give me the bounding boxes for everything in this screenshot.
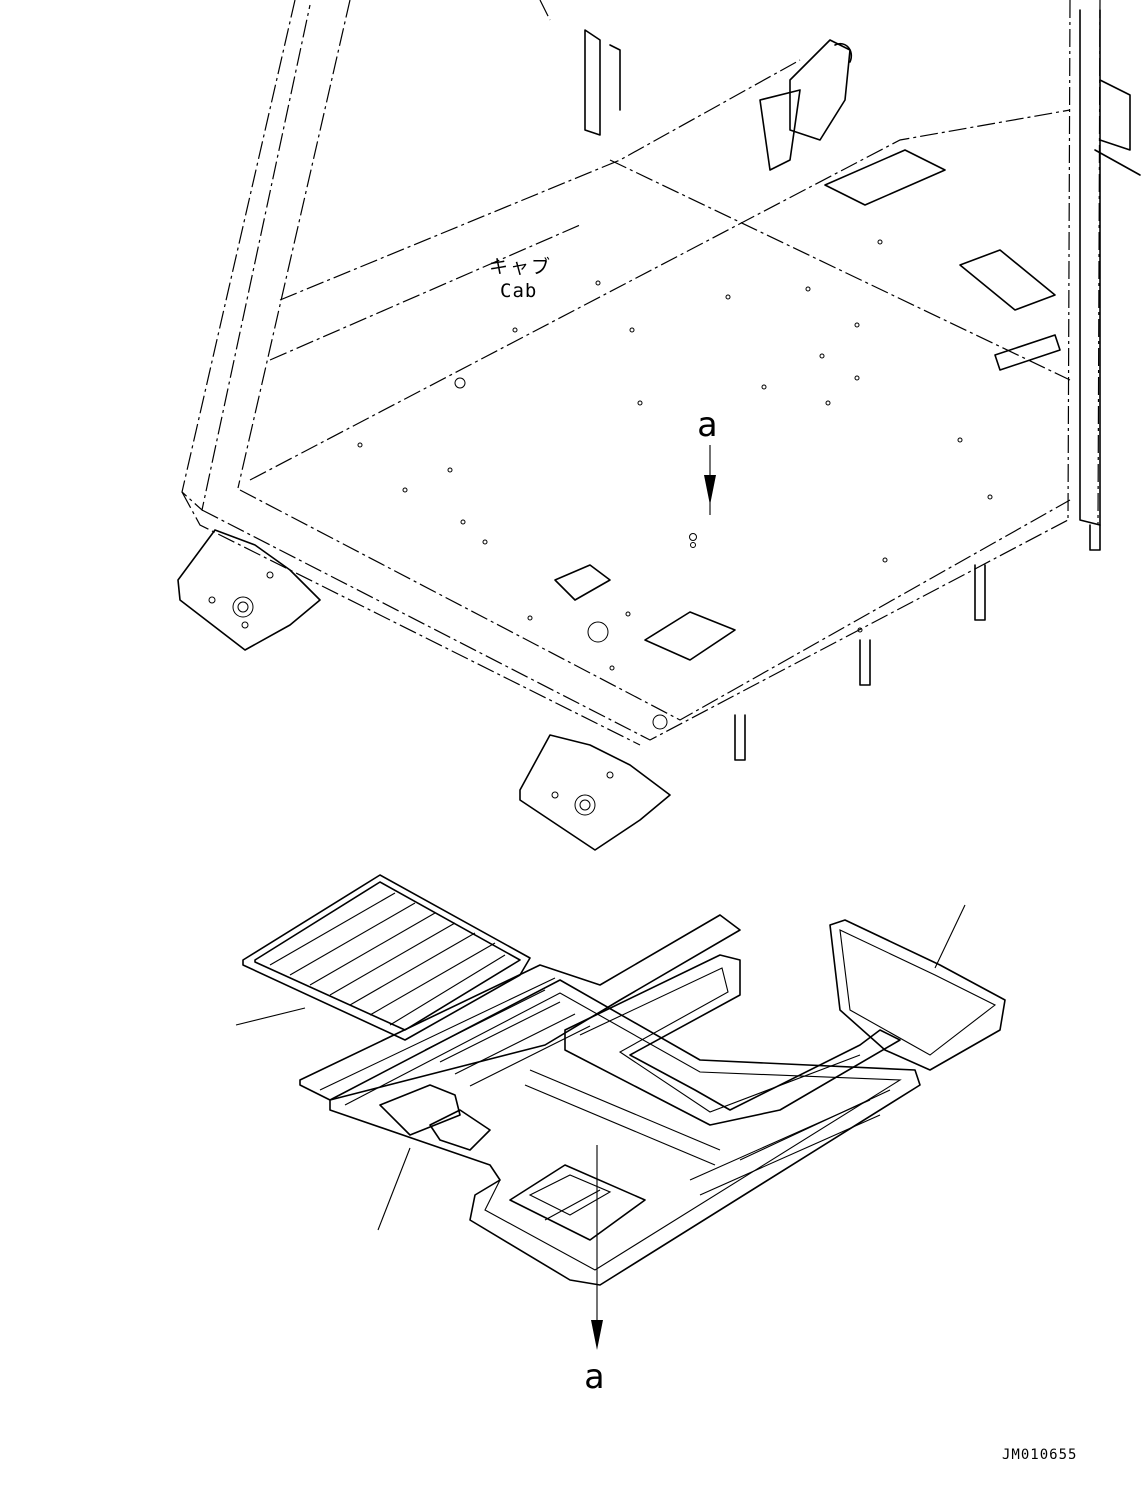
cab-floor-openings bbox=[454, 149, 1061, 730]
cab-mount-right bbox=[519, 734, 671, 851]
cab-mount-left bbox=[177, 529, 321, 651]
leader-lines bbox=[235, 904, 966, 1231]
floor-mat bbox=[242, 874, 1006, 1286]
cab-floor-holes bbox=[357, 239, 993, 671]
cab-frame bbox=[181, 0, 1101, 746]
cab-label-english: Cab bbox=[500, 280, 538, 302]
arrow-down-icon bbox=[591, 1145, 603, 1350]
cab-legs bbox=[734, 524, 1101, 761]
drawing-code: JM010655 bbox=[1002, 1447, 1078, 1463]
cab-label-japanese: キャブ bbox=[489, 256, 553, 278]
arrow-down-icon bbox=[704, 445, 716, 515]
cab-rear-bracket bbox=[584, 9, 1141, 526]
view-a-label-top: a bbox=[697, 405, 718, 445]
view-a-label-bottom: a bbox=[584, 1357, 605, 1397]
